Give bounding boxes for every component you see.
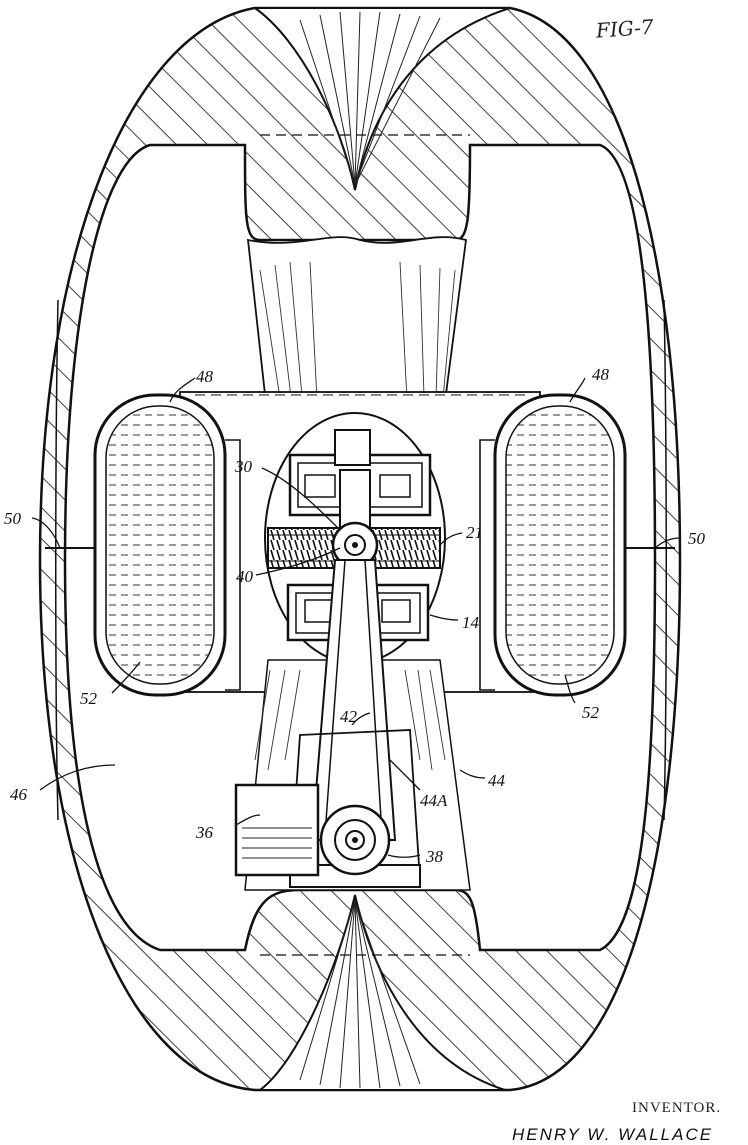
- figure-label: FIG-7: [594, 15, 654, 43]
- outer-shell: [38, 6, 682, 1092]
- pulley: [319, 804, 391, 876]
- label-48-right: 48: [592, 365, 610, 384]
- label-52-right: 52: [582, 703, 600, 722]
- label-38: 38: [425, 847, 444, 866]
- inventor-name: HENRY W. WALLACE: [512, 1125, 713, 1144]
- label-42: 42: [340, 707, 358, 726]
- label-21: 21: [466, 523, 483, 542]
- top-cone: [251, 7, 511, 191]
- left-tank: [93, 393, 241, 697]
- label-14: 14: [462, 613, 480, 632]
- right-tank: [479, 393, 627, 697]
- label-36: 36: [195, 823, 214, 842]
- label-44: 44: [488, 771, 506, 790]
- drive-belt: [310, 559, 397, 841]
- leader-lines: [31, 377, 681, 858]
- motor-block: [234, 783, 320, 877]
- label-52-left: 52: [80, 689, 98, 708]
- label-46: 46: [10, 785, 28, 804]
- label-44a: 44A: [420, 791, 448, 810]
- inventor-caption: INVENTOR.: [632, 1100, 721, 1116]
- label-40: 40: [236, 567, 254, 586]
- label-48-left: 48: [196, 367, 214, 386]
- label-50-left: 50: [4, 509, 22, 528]
- label-30: 30: [234, 457, 253, 476]
- label-50-right: 50: [688, 529, 706, 548]
- bottom-cone: [257, 894, 506, 1091]
